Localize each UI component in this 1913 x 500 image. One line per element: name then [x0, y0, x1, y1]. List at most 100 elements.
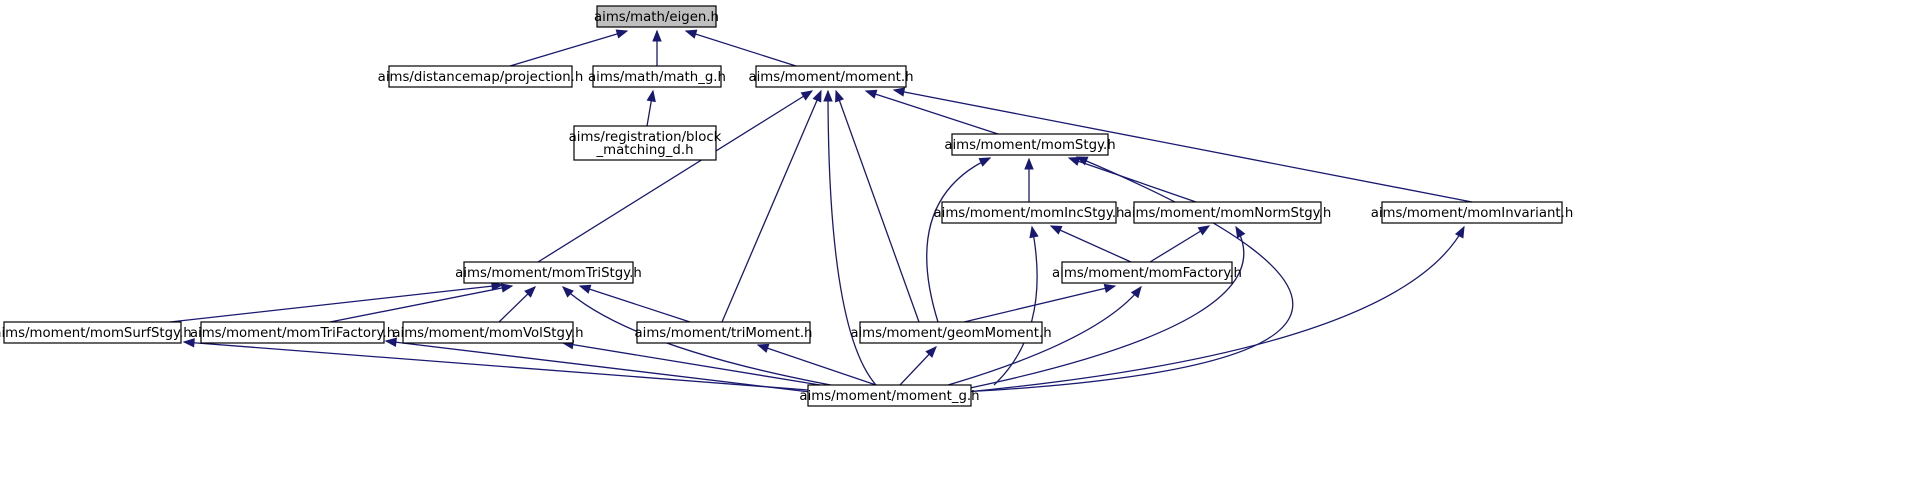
node-box[interactable]: [3, 321, 182, 344]
node-geomMoment[interactable]: aims/moment/geomMoment.h: [850, 321, 1052, 344]
arrowhead-icon: [1067, 156, 1081, 166]
node-box[interactable]: [1133, 201, 1322, 224]
edge-momFactory-to-momIncStgy: [1049, 225, 1132, 263]
node-box[interactable]: [1061, 261, 1233, 284]
edges-layer: [169, 29, 1473, 393]
arrowhead-icon: [1197, 225, 1211, 236]
node-box[interactable]: [941, 201, 1117, 224]
arrowhead-icon: [500, 283, 514, 293]
node-triMoment[interactable]: aims/moment/triMoment.h: [635, 321, 813, 344]
edge-moment-to-eigen: [684, 29, 797, 67]
edge-momStgy-to-moment: [864, 89, 999, 135]
node-label: aims/registration/block: [569, 130, 722, 145]
edge-line: [169, 284, 503, 323]
node-momIncStgy[interactable]: aims/moment/momIncStgy.h: [934, 201, 1125, 224]
node-box[interactable]: [636, 321, 811, 344]
edge-line: [1068, 157, 1197, 203]
node-box[interactable]: [200, 321, 385, 344]
node-box[interactable]: [596, 5, 717, 28]
edge-momSurfStgy-to-momTriStgy: [169, 281, 504, 323]
node-box[interactable]: [1381, 201, 1563, 224]
edge-momFactory-to-momNormStgy: [1149, 225, 1211, 263]
edge-math_g-to-eigen: [652, 29, 662, 66]
node-label: aims/moment/momIncStgy.h: [934, 206, 1125, 221]
node-label: aims/moment/moment_g.h: [799, 389, 979, 404]
edge-triMoment-to-momTriStgy: [578, 284, 691, 323]
arrowhead-icon: [1103, 283, 1117, 294]
arrowhead-icon: [684, 29, 698, 39]
node-momSurfStgy[interactable]: aims/moment/momSurfStgy.h: [0, 321, 192, 344]
edge-projection-to-eigen: [509, 29, 629, 67]
node-label: aims/moment/momNormStgy.h: [1124, 206, 1332, 221]
node-moment_g[interactable]: aims/moment/moment_g.h: [799, 384, 980, 407]
node-box[interactable]: [573, 125, 717, 161]
arrowhead-icon: [646, 89, 656, 103]
edge-geomMoment-to-moment: [835, 89, 920, 323]
edge-line: [926, 157, 991, 323]
node-label: aims/moment/momVolStgy.h: [392, 326, 583, 341]
node-label: aims/math/eigen.h: [594, 10, 719, 25]
node-box[interactable]: [951, 133, 1109, 156]
node-label: aims/moment/momStgy.h: [944, 138, 1115, 153]
edge-momInvariant-to-moment: [892, 87, 1473, 203]
edge-moment_g-to-momTriStgy: [562, 286, 859, 391]
node-momTriFactory[interactable]: aims/moment/momTriFactory.h: [190, 321, 395, 344]
edge-line: [562, 286, 859, 391]
node-momTriStgy[interactable]: aims/moment/momTriStgy.h: [455, 261, 642, 284]
node-momFactory[interactable]: aims/moment/momFactory.h: [1052, 261, 1242, 284]
node-moment[interactable]: aims/moment/moment.h: [748, 65, 914, 88]
edge-moment_g-to-momTriFactory: [384, 337, 811, 393]
nodes-layer: aims/math/eigen.h aims/distancemap/projec…: [0, 5, 1574, 407]
node-box[interactable]: [592, 65, 722, 88]
edge-line: [183, 341, 809, 391]
edge-moment_g-to-momFactory: [947, 285, 1142, 386]
arrowhead-icon: [756, 343, 770, 353]
node-box[interactable]: [755, 65, 907, 88]
node-momInvariant[interactable]: aims/moment/momInvariant.h: [1371, 201, 1574, 224]
edge-moment_g-to-triMoment: [756, 343, 877, 386]
edge-line: [385, 340, 811, 393]
edge-moment_g-to-geomMoment: [899, 346, 937, 386]
arrowhead-icon: [384, 337, 397, 347]
node-label: aims/moment/momSurfStgy.h: [0, 326, 192, 341]
edge-momTriFactory-to-momTriStgy: [329, 283, 514, 323]
edge-line: [1050, 225, 1132, 263]
edge-line: [329, 285, 513, 323]
edge-moment_g-to-momSurfStgy: [182, 338, 809, 391]
node-eigen[interactable]: aims/math/eigen.h: [594, 5, 719, 28]
arrowhead-icon: [1029, 225, 1039, 239]
arrowhead-icon: [892, 87, 906, 97]
edge-line: [965, 226, 1465, 393]
arrowhead-icon: [1075, 156, 1089, 166]
edge-line: [721, 90, 822, 323]
node-math_g[interactable]: aims/math/math_g.h: [588, 65, 726, 88]
edge-line: [509, 30, 628, 67]
node-box[interactable]: [807, 384, 972, 407]
arrowhead-icon: [864, 89, 878, 99]
node-momStgy[interactable]: aims/moment/momStgy.h: [944, 133, 1116, 156]
arrowhead-icon: [1049, 225, 1063, 235]
node-momVolStgy[interactable]: aims/moment/momVolStgy.h: [392, 321, 584, 344]
edge-moment_g-to-momIncStgy: [993, 225, 1039, 386]
edge-momVolStgy-to-momTriStgy: [498, 286, 536, 323]
edge-moment_g-to-momInvariant: [965, 225, 1465, 393]
edge-line: [963, 285, 1116, 323]
node-label: aims/moment/momFactory.h: [1052, 266, 1242, 281]
edge-line: [562, 342, 827, 387]
node-box[interactable]: [402, 321, 574, 344]
node-box[interactable]: [388, 65, 573, 88]
arrowhead-icon: [1130, 285, 1142, 299]
node-label: aims/math/math_g.h: [588, 70, 726, 85]
node-box[interactable]: [463, 261, 634, 284]
edge-momNormStgy-to-momStgy: [1067, 156, 1197, 203]
node-block_matching[interactable]: aims/registration/block_matching_d.h: [569, 125, 722, 161]
edge-line: [537, 90, 813, 263]
node-momNormStgy[interactable]: aims/moment/momNormStgy.h: [1124, 201, 1332, 224]
edge-line: [947, 286, 1142, 386]
arrowhead-icon: [1235, 225, 1246, 239]
edge-geomMoment-to-momStgy: [926, 157, 992, 323]
node-projection[interactable]: aims/distancemap/projection.h: [378, 65, 584, 88]
node-box[interactable]: [859, 321, 1043, 344]
arrowhead-icon: [812, 89, 822, 103]
